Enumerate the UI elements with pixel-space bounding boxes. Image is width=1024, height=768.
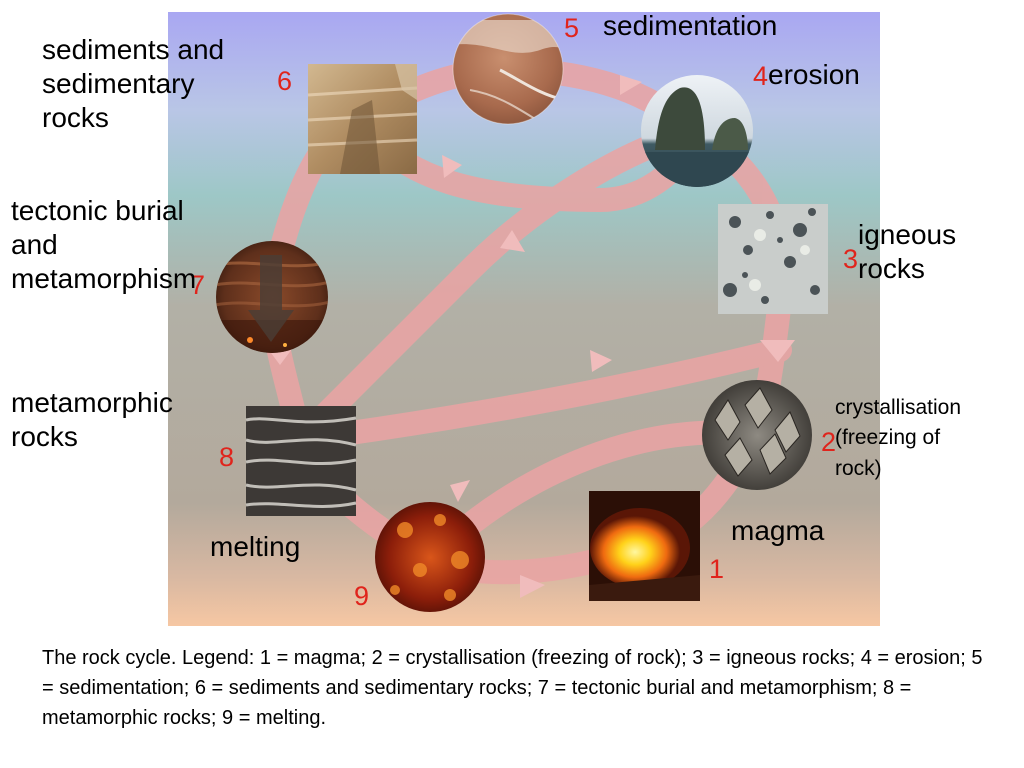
stage-label-sedimentation: sedimentation: [603, 10, 778, 41]
stage-label-melting: melting: [210, 531, 301, 562]
erosion-photo-icon: [641, 75, 753, 187]
stage-number-9: 9: [354, 581, 370, 611]
figure-caption: The rock cycle. Legend: 1 = magma; 2 = c…: [42, 647, 983, 729]
stage-label-sediments: sediments and sedimentary rocks: [42, 34, 225, 134]
stage-label-magma: magma: [731, 515, 825, 546]
stage-label-erosion: erosion: [768, 59, 860, 90]
igneous-rocks-photo-icon: [718, 204, 828, 314]
melting-photo-icon: [375, 502, 485, 612]
stage-number-3: 3: [843, 244, 859, 274]
stage-number-1: 1: [709, 554, 725, 584]
stage-number-8: 8: [219, 442, 235, 472]
stage-number-4: 4: [753, 61, 769, 91]
crystallisation-photo-icon: [702, 380, 812, 490]
stage-number-6: 6: [277, 66, 293, 96]
arrow-down-icon: [248, 255, 294, 342]
sedimentation-photo-icon: [452, 13, 564, 125]
stage-number-5: 5: [564, 13, 580, 43]
sedimentary-rocks-photo-icon: [307, 64, 418, 174]
stage-label-metamorphic-rocks: metamorphic rocks: [11, 387, 173, 453]
stage-label-tectonic-burial: tectonic burial and metamorphism: [11, 195, 197, 295]
stage-label-crystallisation: crystallisation (freezing of rock): [835, 396, 962, 480]
magma-photo-icon: [589, 491, 700, 601]
stage-number-2: 2: [821, 427, 837, 457]
stage-number-7: 7: [190, 270, 206, 300]
metamorphic-rocks-photo-icon: [245, 406, 357, 516]
stage-label-igneous-rocks: igneous rocks: [858, 219, 957, 285]
